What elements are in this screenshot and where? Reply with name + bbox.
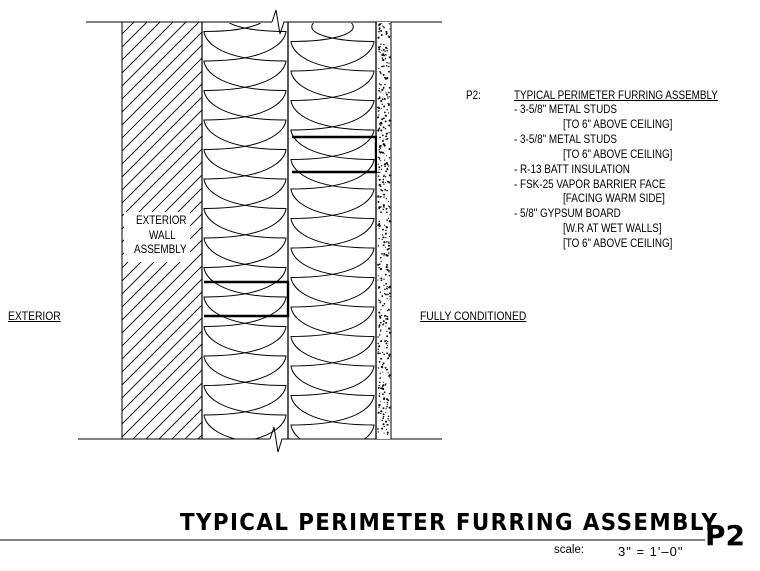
note-line: - 5/8" GYPSUM BOARD bbox=[514, 208, 621, 220]
metal-stud-outer bbox=[204, 280, 290, 318]
notes-title: TYPICAL PERIMETER FURRING ASSEMBLY bbox=[514, 90, 718, 102]
note-line: [TO 6" ABOVE CEILING] bbox=[563, 119, 673, 131]
batt-insulation-inner bbox=[290, 23, 375, 439]
stud-lines bbox=[287, 22, 377, 439]
exterior-label: EXTERIOR bbox=[8, 309, 61, 323]
scale-value: 3" = 1'–0" bbox=[618, 544, 684, 559]
scale-note: scale: 3" = 1'–0" bbox=[554, 544, 682, 559]
batt-insulation-outer bbox=[203, 23, 287, 439]
note-line: [FACING WARM SIDE] bbox=[563, 193, 665, 205]
note-line: [W.R AT WET WALLS] bbox=[563, 223, 662, 235]
note-line: [TO 6" ABOVE CEILING] bbox=[563, 238, 673, 250]
note-line: - 3-5/8" METAL STUDS bbox=[514, 104, 617, 116]
drawing-title: TYPICAL PERIMETER FURRING ASSEMBLY bbox=[180, 510, 719, 536]
scale-label: scale: bbox=[554, 544, 585, 556]
note-line: - FSK-25 VAPOR BARRIER FACE bbox=[514, 179, 666, 191]
gypsum-board bbox=[377, 22, 392, 439]
metal-stud-inner bbox=[292, 135, 378, 174]
exterior-wall-label-line: EXTERIOR bbox=[136, 215, 187, 227]
exterior-wall-label-line: WALL bbox=[149, 230, 176, 242]
exterior-wall-label-line: ASSEMBLY bbox=[134, 244, 187, 256]
fully-conditioned-label: FULLY CONDITIONED bbox=[420, 309, 527, 323]
detail-tag: P2 bbox=[705, 519, 746, 552]
note-line: - 3-5/8" METAL STUDS bbox=[514, 134, 617, 146]
notes-tag: P2: bbox=[466, 90, 481, 102]
exterior-wall-assembly bbox=[121, 22, 203, 439]
note-line: - R-13 BATT INSULATION bbox=[514, 164, 630, 176]
note-line: [TO 6" ABOVE CEILING] bbox=[563, 149, 673, 161]
